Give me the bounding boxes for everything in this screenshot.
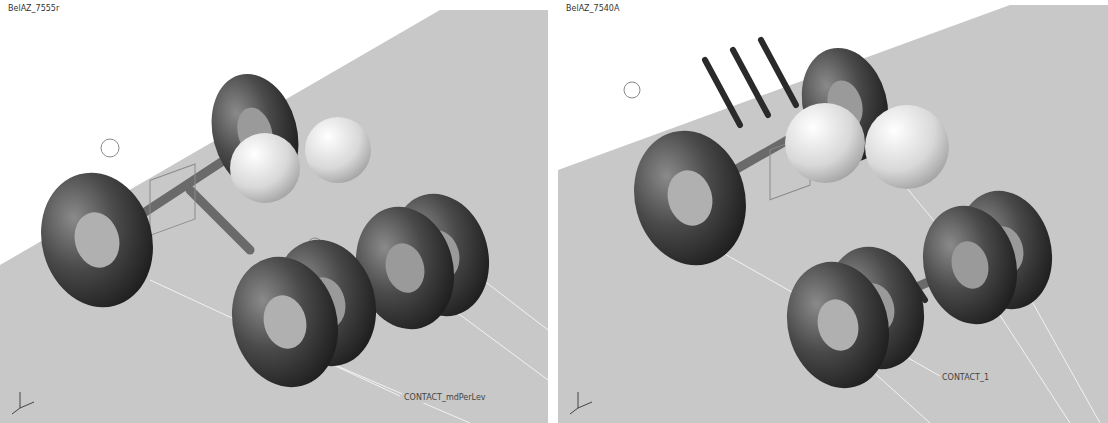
- model-title: BelAZ_7540A: [564, 4, 621, 14]
- contact-label: CONTACT_mdPerLev: [402, 393, 488, 403]
- model-title: BelAZ_7555r: [6, 4, 61, 14]
- contact-label: CONTACT_1: [940, 373, 991, 383]
